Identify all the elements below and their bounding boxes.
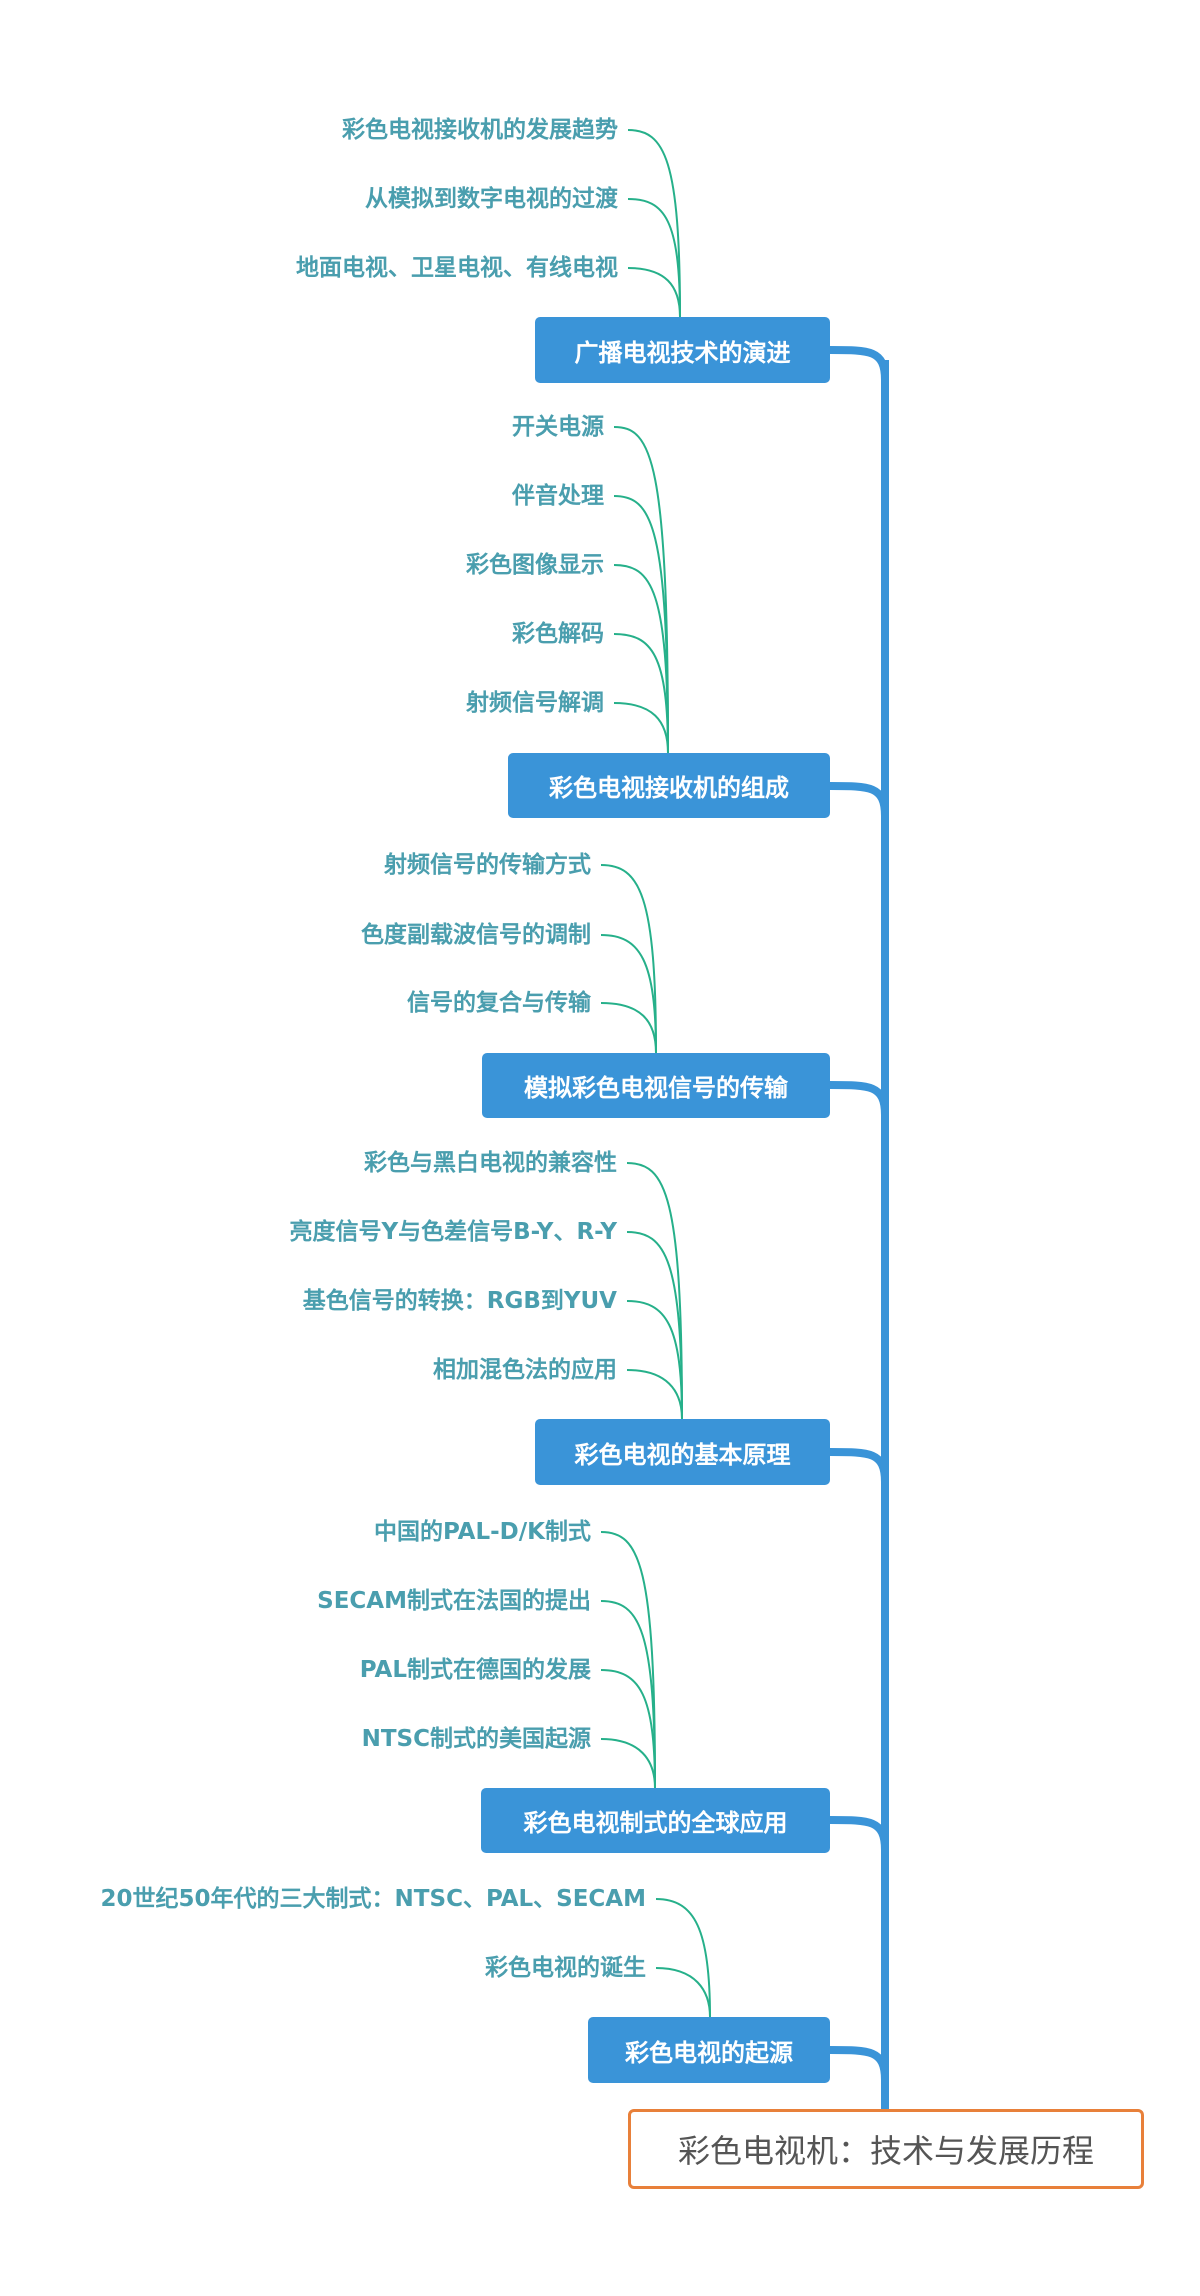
leaf-topic[interactable]: 从模拟到数字电视的过渡 [365, 186, 618, 212]
leaf-topic[interactable]: 伴音处理 [512, 483, 604, 509]
branch-topic-origins[interactable]: 彩色电视的起源 [588, 2017, 830, 2083]
leaf-topic[interactable]: 基色信号的转换：RGB到YUV [302, 1288, 617, 1314]
leaf-topic[interactable]: 射频信号的传输方式 [384, 852, 591, 878]
branch-topic-analog-signal-transmission[interactable]: 模拟彩色电视信号的传输 [482, 1053, 830, 1118]
leaf-topic[interactable]: SECAM制式在法国的提出 [317, 1588, 591, 1614]
branch-topic-broadcast-evolution[interactable]: 广播电视技术的演进 [535, 317, 830, 383]
leaf-topic[interactable]: 信号的复合与传输 [407, 990, 591, 1016]
branch-topic-global-standards[interactable]: 彩色电视制式的全球应用 [481, 1788, 830, 1853]
leaf-topic[interactable]: PAL制式在德国的发展 [359, 1657, 591, 1683]
branch-connectors [829, 346, 889, 2081]
leaf-topic[interactable]: 彩色电视接收机的发展趋势 [342, 117, 618, 143]
leaf-topic[interactable]: 20世纪50年代的三大制式：NTSC、PAL、SECAM [100, 1886, 646, 1912]
branch-topic-receiver-composition[interactable]: 彩色电视接收机的组成 [508, 753, 830, 818]
leaf-topic[interactable]: 彩色图像显示 [466, 552, 604, 578]
branch-topic-basic-principles[interactable]: 彩色电视的基本原理 [535, 1419, 830, 1485]
leaf-topic[interactable]: 地面电视、卫星电视、有线电视 [296, 255, 618, 281]
leaf-topic[interactable]: 亮度信号Y与色差信号B-Y、R-Y [289, 1219, 617, 1245]
leaf-topic[interactable]: 彩色与黑白电视的兼容性 [364, 1150, 617, 1176]
leaf-topic[interactable]: 色度副载波信号的调制 [361, 922, 591, 948]
leaf-topic[interactable]: 相加混色法的应用 [433, 1357, 617, 1383]
leaf-topic[interactable]: NTSC制式的美国起源 [361, 1726, 591, 1752]
root-topic-label: 彩色电视机：技术与发展历程 [677, 2132, 1094, 2170]
leaf-topic[interactable]: 开关电源 [512, 414, 604, 440]
leaf-topic[interactable]: 中国的PAL-D/K制式 [373, 1519, 591, 1545]
leaf-topic[interactable]: 彩色电视的诞生 [485, 1955, 646, 1981]
leaf-topic[interactable]: 彩色解码 [512, 621, 604, 647]
leaf-connectors [600, 129, 711, 2018]
leaf-topic[interactable]: 射频信号解调 [466, 690, 604, 716]
root-topic[interactable]: 彩色电视机：技术与发展历程 [628, 2109, 1144, 2189]
